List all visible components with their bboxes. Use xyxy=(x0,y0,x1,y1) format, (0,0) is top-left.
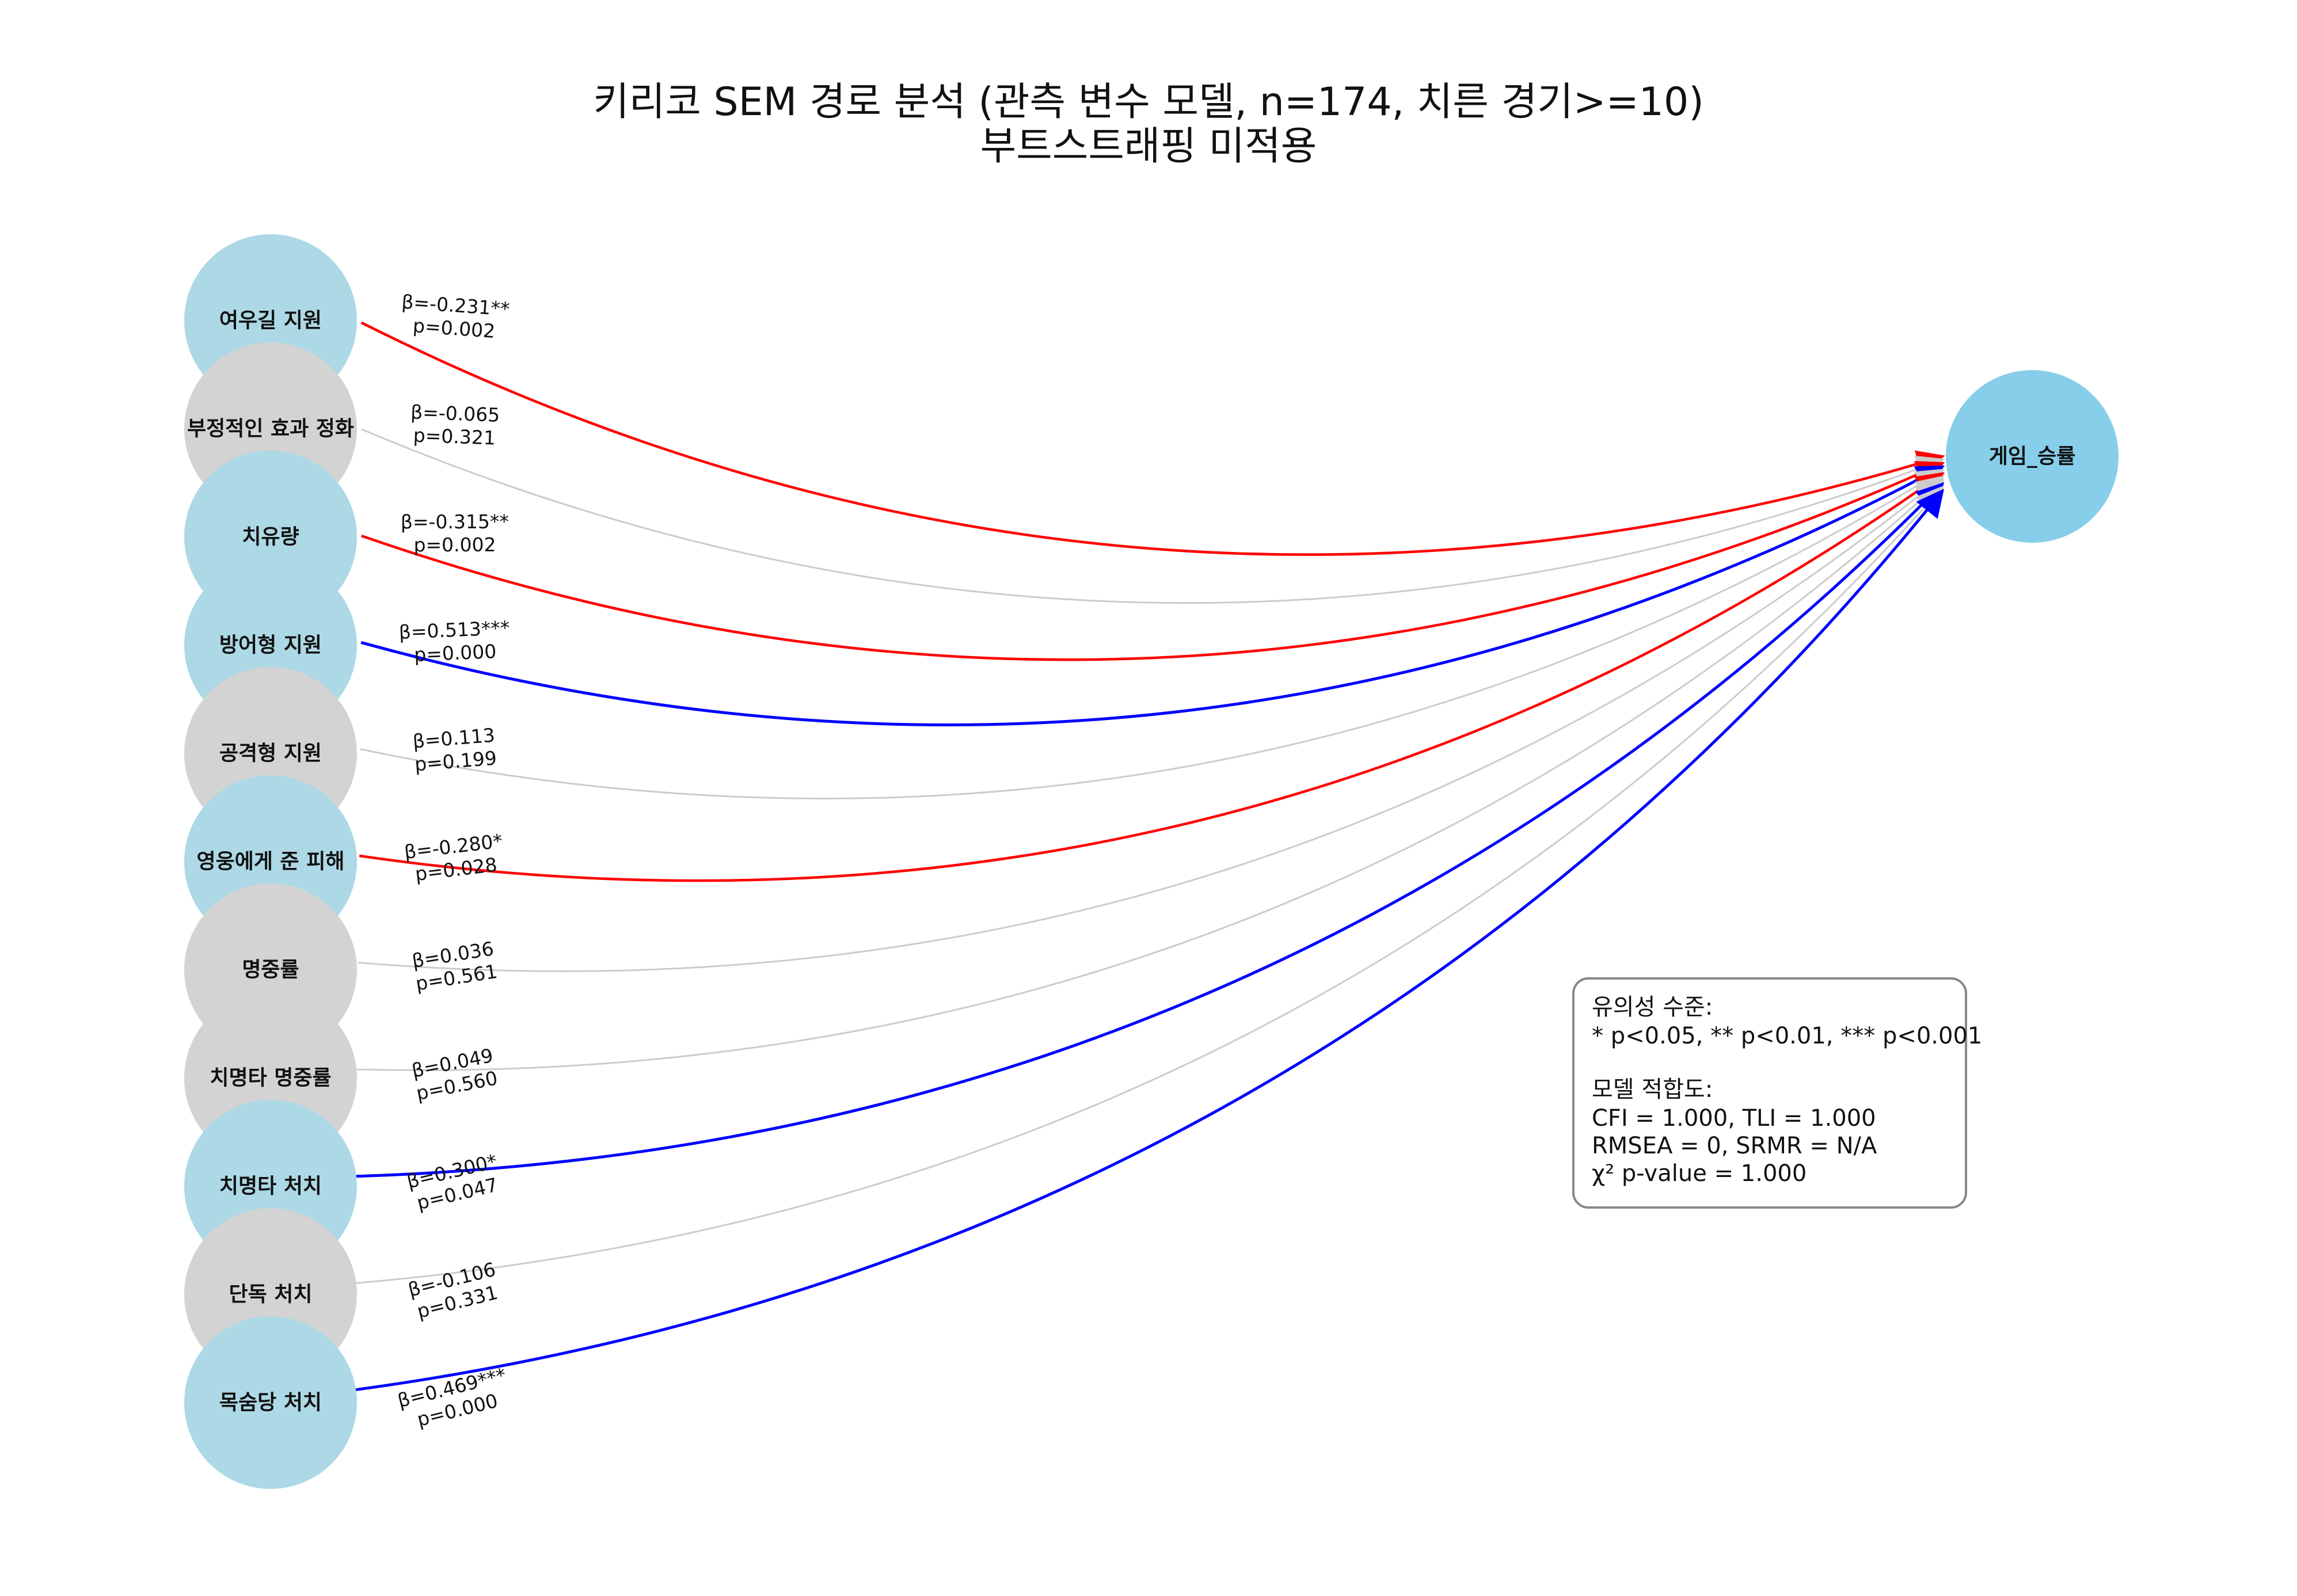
legend-significance-levels: * p<0.05, ** p<0.01, *** p<0.001 xyxy=(1592,1023,1982,1049)
predictor-node-label: 방어형 지원 xyxy=(219,634,322,657)
edge-치명타-명중률 xyxy=(356,478,1945,1071)
edge-명중률 xyxy=(358,475,1945,972)
target-node-circle xyxy=(1946,370,2119,543)
predictor-node-label: 공격형 지원 xyxy=(219,742,322,765)
target-node: 게임_승률 xyxy=(1946,370,2119,543)
legend-fit-chi-square: χ² p-value = 1.000 xyxy=(1592,1160,1807,1187)
legend-box: 유의성 수준: * p<0.05, ** p<0.01, *** p<0.001… xyxy=(1572,977,1982,1209)
predictor-node-label: 치명타 명중률 xyxy=(210,1066,331,1090)
predictor-node-circle xyxy=(184,1316,357,1489)
edge-공격형-지원 xyxy=(360,468,1945,799)
predictor-node-label: 치명타 처치 xyxy=(219,1175,322,1198)
predictor-node-label: 명중률 xyxy=(242,958,299,982)
edge-부정적인-효과-정화 xyxy=(361,428,1945,604)
edge-label-여우길-지원: β=-0.231**p=0.002 xyxy=(401,291,510,342)
legend-fit-rmsea-srmr: RMSEA = 0, SRMR = N/A xyxy=(1592,1133,1877,1159)
predictor-node-label: 치유량 xyxy=(242,525,299,549)
predictor-node-label: 영웅에게 준 피해 xyxy=(197,850,345,874)
target-node-label: 게임_승률 xyxy=(1989,445,2075,468)
diagram-title: 키리코 SEM 경로 분석 (관측 변수 모델, n=174, 치른 경기>=1… xyxy=(593,79,1704,125)
p-value-label: p=0.000 xyxy=(413,640,497,666)
edge-여우길-지원 xyxy=(360,321,1945,556)
legend-frame xyxy=(1572,977,1967,1209)
beta-label: β=-0.065 xyxy=(410,401,500,426)
edge-단독-처치 xyxy=(353,485,1945,1285)
legend-fit-title: 모델 적합도: xyxy=(1592,1076,1713,1103)
beta-label: β=0.513*** xyxy=(398,616,510,643)
edge-치명타-처치 xyxy=(355,482,1945,1178)
edge-치유량 xyxy=(361,460,1945,661)
diagram-subtitle: 부트스트래핑 미적용 xyxy=(980,124,1317,169)
edge-방어형-지원 xyxy=(360,465,1945,726)
predictor-node-label: 부정적인 효과 정화 xyxy=(187,417,354,441)
edge-label-영웅에게-준-피해: β=-0.280*p=0.028 xyxy=(403,829,504,885)
p-value-label: p=0.321 xyxy=(413,424,496,450)
beta-label: β=-0.315** xyxy=(401,511,509,534)
legend-fit-cfi-tli: CFI = 1.000, TLI = 1.000 xyxy=(1592,1105,1876,1132)
edge-영웅에게-준-피해 xyxy=(359,472,1945,882)
predictor-node-label: 목숨당 처치 xyxy=(219,1391,322,1415)
predictor-node-label: 여우길 지원 xyxy=(219,309,322,333)
p-value-label: p=0.002 xyxy=(413,534,496,556)
predictor-node: 목숨당 처치 xyxy=(184,1316,357,1489)
path-edges xyxy=(351,321,1945,1392)
predictor-node-label: 단독 처치 xyxy=(229,1283,312,1306)
legend-significance-title: 유의성 수준: xyxy=(1592,994,1713,1020)
edge-label-방어형-지원: β=0.513***p=0.000 xyxy=(398,616,510,666)
edge-목숨당-처치 xyxy=(351,489,1945,1392)
edge-label-치명타-처치: β=0.300*p=0.047 xyxy=(405,1150,500,1214)
edge-label-치유량: β=-0.315**p=0.002 xyxy=(401,511,509,557)
